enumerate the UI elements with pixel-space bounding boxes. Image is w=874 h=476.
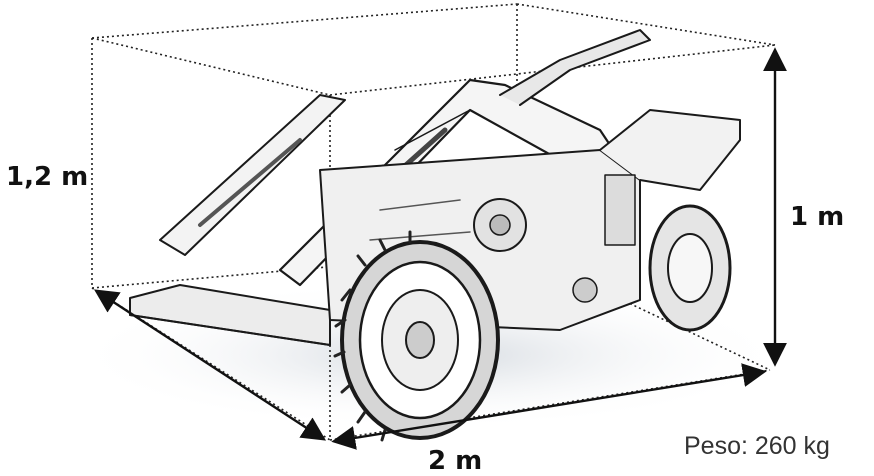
dimension-arrows [93, 47, 787, 450]
height-label-left: 1,2 m [6, 162, 89, 192]
weight-label: Peso: 260 kg [684, 432, 830, 460]
length-label: 2 m [428, 446, 483, 476]
height-label-right: 1 m [790, 202, 845, 232]
length-arrow [331, 363, 767, 450]
width-arrow [93, 289, 327, 441]
